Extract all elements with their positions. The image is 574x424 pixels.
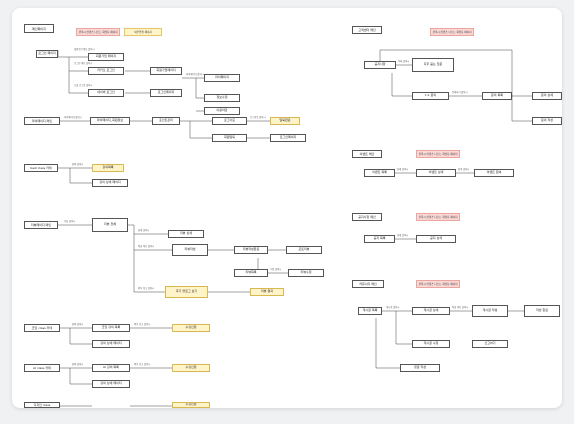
node-cs-write[interactable]: 문의 작성 xyxy=(532,117,562,125)
edge-label: 외부 링크 클릭시 xyxy=(134,363,151,366)
node-notice[interactable]: 공지사항 메인 xyxy=(352,213,382,221)
node-login[interactable]: 로그인 페이지 xyxy=(36,50,58,58)
node-terms[interactable]: 이용약관 xyxy=(204,107,240,115)
node-event-list[interactable]: 이벤트 목록 xyxy=(364,169,395,177)
node-withdraw-done[interactable]: 탈퇴완료 xyxy=(270,117,300,125)
edge-label: 강의 클릭시 xyxy=(72,363,84,366)
edge-label: 외부 링크 클릭시 xyxy=(134,323,151,326)
node-cs-faq[interactable]: 자주 묻는 질문 xyxy=(412,58,454,72)
node-main[interactable]: 메인페이지 xyxy=(24,24,54,33)
node-mypage[interactable]: 마이페이지 xyxy=(204,74,240,82)
node-cs-notice[interactable]: 공지사항 xyxy=(364,61,396,69)
node-coding-list[interactable]: 코딩 강의 목록 xyxy=(92,324,130,332)
node-withdraw[interactable]: 회원탈퇴 xyxy=(212,134,247,142)
node-comm-reply[interactable]: 댓글 작성 xyxy=(400,364,440,372)
edge-label: 문의하기 클릭시 xyxy=(452,91,468,94)
node-member-page[interactable]: 회원가입페이지 xyxy=(150,67,182,75)
node-cs-detail[interactable]: 문의 상세 xyxy=(532,92,562,100)
edge-label: 참여 클릭시 xyxy=(458,168,470,171)
node-comm-edit[interactable]: 게시글 수정 xyxy=(412,340,450,348)
node-best-list[interactable]: 강의목록 xyxy=(92,164,124,172)
node-review-detail[interactable]: 리뷰 상세 xyxy=(168,230,204,238)
node-review-photo[interactable]: 포토리뷰 xyxy=(286,246,322,254)
node-best[interactable]: best class 카테 xyxy=(24,164,58,172)
legend-red: 클릭시 컨텐츠 나오는 화살표 페이지 xyxy=(76,28,120,36)
edge-label: 회원가입 버튼 클릭시 xyxy=(74,48,95,51)
edge-label: 상세 클릭시 xyxy=(138,229,150,232)
node-login2[interactable]: 로그인페이지 xyxy=(150,89,182,97)
node-coding-ext[interactable]: 수강신청 xyxy=(172,324,210,332)
edge-label: 리뷰 클릭시 xyxy=(64,220,76,223)
edge-label: 강의 클릭시 xyxy=(72,163,84,166)
edge-label: 강의 클릭시 xyxy=(72,323,84,326)
node-comm-done[interactable]: 작성 완료 xyxy=(524,305,560,317)
node-event-apply[interactable]: 이벤트 참여 xyxy=(474,169,514,177)
node-review-done[interactable]: 리뷰작성완료 xyxy=(234,246,268,254)
edge-label: 목록 클릭시 xyxy=(398,60,410,63)
node-class-detail[interactable]: 강의 상세 페이지 xyxy=(92,179,128,187)
node-info[interactable]: 정보수정 xyxy=(204,94,240,102)
node-notice-list[interactable]: 공지 목록 xyxy=(364,235,395,243)
node-cs-qna[interactable]: 1:1 문의 xyxy=(412,92,449,100)
node-review-external[interactable]: 후기 블로그 보기 xyxy=(165,286,208,298)
edge-label: 수정 클릭시 xyxy=(270,268,282,271)
node-logout[interactable]: 로그아웃 xyxy=(212,117,247,125)
edge-label: 마이페이지 클릭시 xyxy=(186,73,204,76)
legend-red-right-4: 클릭시 컨텐츠 나오는 화살표 페이지 xyxy=(416,280,460,288)
node-cs-qna-list[interactable]: 문의 목록 xyxy=(482,92,512,100)
node-ai-list[interactable]: AI 강의 목록 xyxy=(92,364,130,372)
node-community[interactable]: 커뮤니티 메인 xyxy=(352,280,384,288)
node-kakao[interactable]: 카카오 로그인 xyxy=(88,67,124,75)
node-review-list[interactable]: 리뷰목록 xyxy=(234,269,268,277)
node-ai-ext[interactable]: 수강신청 xyxy=(172,364,210,372)
node-mypage-main[interactable]: 마이페이지 메인 xyxy=(24,117,60,125)
edge-label: 로그아웃 클릭시 xyxy=(250,116,266,119)
legend-red-right-2: 클릭시 컨텐츠 나오는 화살표 페이지 xyxy=(416,150,460,158)
edge-label: 로그인 버튼 클릭시 xyxy=(74,62,93,65)
node-login-ext[interactable]: 로그인페이지 xyxy=(270,134,306,142)
edge-label: 소셜 로그인 클릭시 xyxy=(74,84,93,87)
node-signup[interactable]: 회원가입 페이지 xyxy=(88,53,124,61)
node-naver[interactable]: 네이버 로그인 xyxy=(88,89,124,97)
node-cs[interactable]: 고객센터 메인 xyxy=(352,26,382,34)
node-comm-report[interactable]: 신고하기 xyxy=(472,340,508,348)
diagram-canvas: 클릭시 컨텐츠 나오는 화살표 페이지 외부연결 페이지 클릭시 컨텐츠 나오는… xyxy=(12,8,562,408)
node-event[interactable]: 이벤트 메인 xyxy=(352,150,382,158)
node-ai[interactable]: AI class 카테 xyxy=(24,364,60,372)
edge-label: 마이페이지 클릭시 xyxy=(64,116,82,119)
node-event-detail[interactable]: 이벤트 상세 xyxy=(416,169,456,177)
edge-label: 상세 클릭시 xyxy=(397,234,409,237)
node-design[interactable]: 디자인 class xyxy=(24,402,60,408)
node-mypage-sub[interactable]: 마이페이지_회원정보 xyxy=(90,117,130,125)
node-notice-detail[interactable]: 공지 상세 xyxy=(416,235,456,243)
node-comm-detail[interactable]: 게시글 상세 xyxy=(412,307,450,315)
node-design-ext[interactable]: 수강신청 xyxy=(172,402,210,408)
edge-label: 게시글 클릭시 xyxy=(386,306,400,309)
node-coding-detail[interactable]: 강의 상세 페이지 xyxy=(92,340,130,348)
edge-label: 작성 버튼 클릭시 xyxy=(138,245,155,248)
node-review-main[interactable]: 리뷰페이지 메인 xyxy=(24,221,58,229)
edge-label: 외부 링크 클릭시 xyxy=(138,287,155,290)
node-review-all[interactable]: 리뷰 전체 xyxy=(92,218,128,232)
node-review-edit[interactable]: 리뷰수정 xyxy=(288,269,324,277)
edge-label: 상세 클릭시 xyxy=(397,168,409,171)
node-comm-write[interactable]: 게시글 작성 xyxy=(472,305,508,317)
node-ai-detail[interactable]: 강의 상세 페이지 xyxy=(92,380,130,388)
node-coding[interactable]: 코딩 class 카테 xyxy=(24,324,60,332)
legend-red-right-3: 클릭시 컨텐츠 나오는 화살표 페이지 xyxy=(416,213,460,221)
node-review-write[interactable]: 리뷰작성 xyxy=(172,244,208,256)
legend-red-right-1: 클릭시 컨텐츠 나오는 화살표 페이지 xyxy=(430,28,474,36)
node-points[interactable]: 포인트관리 xyxy=(152,117,180,125)
edge-label: 작성 버튼 클릭시 xyxy=(452,306,469,309)
legend-yellow: 외부연결 페이지 xyxy=(124,28,162,36)
node-comm-list[interactable]: 게시글 목록 xyxy=(358,307,382,315)
node-review-result[interactable]: 리뷰 결과 xyxy=(250,288,284,296)
